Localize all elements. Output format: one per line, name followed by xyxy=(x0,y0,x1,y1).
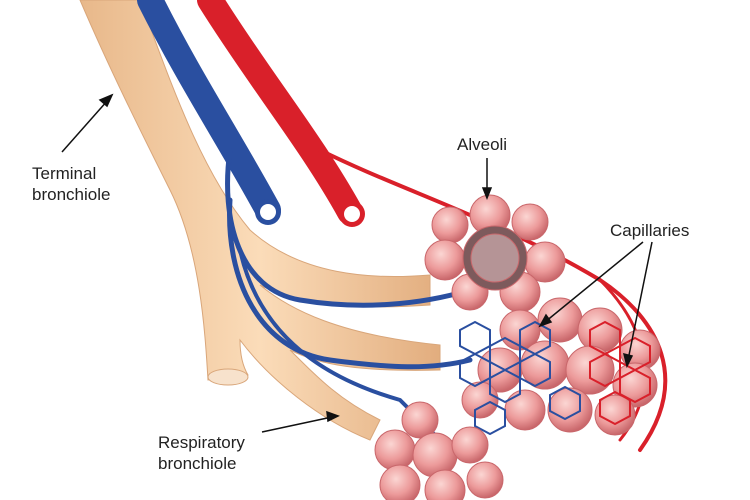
label-arrows xyxy=(61,93,653,433)
terminal-bronchiole-label: Terminal bronchiole xyxy=(32,163,110,205)
label-line: bronchiole xyxy=(158,454,237,473)
alveoli-cluster-top xyxy=(424,194,566,313)
alveoli-label: Alveoli xyxy=(457,135,508,154)
label-line: Respiratory xyxy=(158,433,245,452)
terminal-bronchiole-shape xyxy=(79,0,441,441)
respiratory-bronchiole-label: Respiratory bronchiole xyxy=(158,432,245,474)
capillary-net-red xyxy=(589,320,651,426)
capillary-net xyxy=(459,320,581,436)
label-line: bronchiole xyxy=(32,185,111,204)
alveoli-cluster-bottom xyxy=(374,401,504,500)
label-line: Terminal xyxy=(32,164,97,183)
capillaries-label: Capillaries xyxy=(610,221,690,240)
